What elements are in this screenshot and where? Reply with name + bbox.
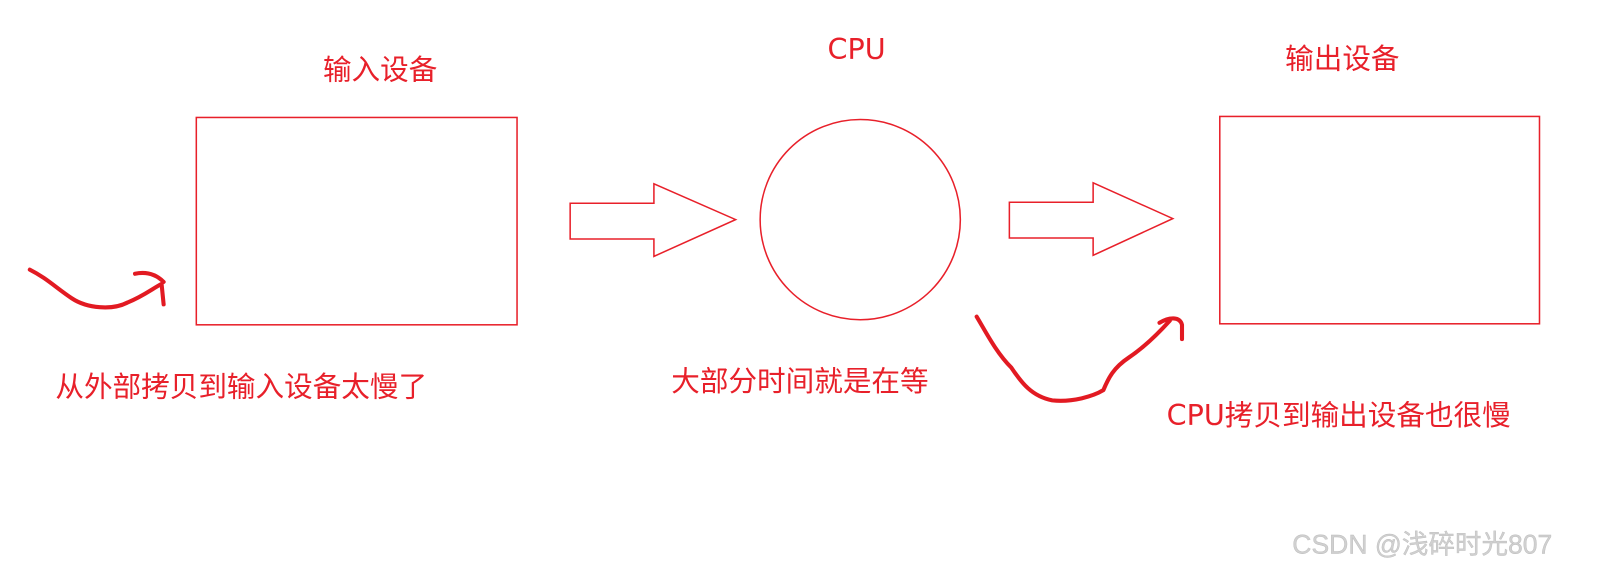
output-curve-arrow [974, 314, 1185, 403]
input-device-title: 输入设备 [323, 53, 437, 87]
input-device-note: 从外部拷贝到输入设备太慢了 [55, 369, 427, 403]
output-device-title: 输出设备 [1285, 41, 1399, 75]
output-device-note: CPU拷贝到输出设备也很慢 [1167, 398, 1511, 432]
cpu-circle [759, 118, 962, 321]
arrow-input-to-cpu [569, 182, 738, 258]
input-device-box [195, 116, 518, 326]
cpu-title: CPU [828, 32, 886, 66]
cpu-note: 大部分时间就是在等 [671, 364, 928, 398]
arrow-cpu-to-output [1008, 181, 1175, 257]
input-curve-arrow [27, 267, 166, 310]
output-device-box [1219, 115, 1541, 325]
watermark: CSDN @浅碎时光807 [1292, 530, 1552, 560]
